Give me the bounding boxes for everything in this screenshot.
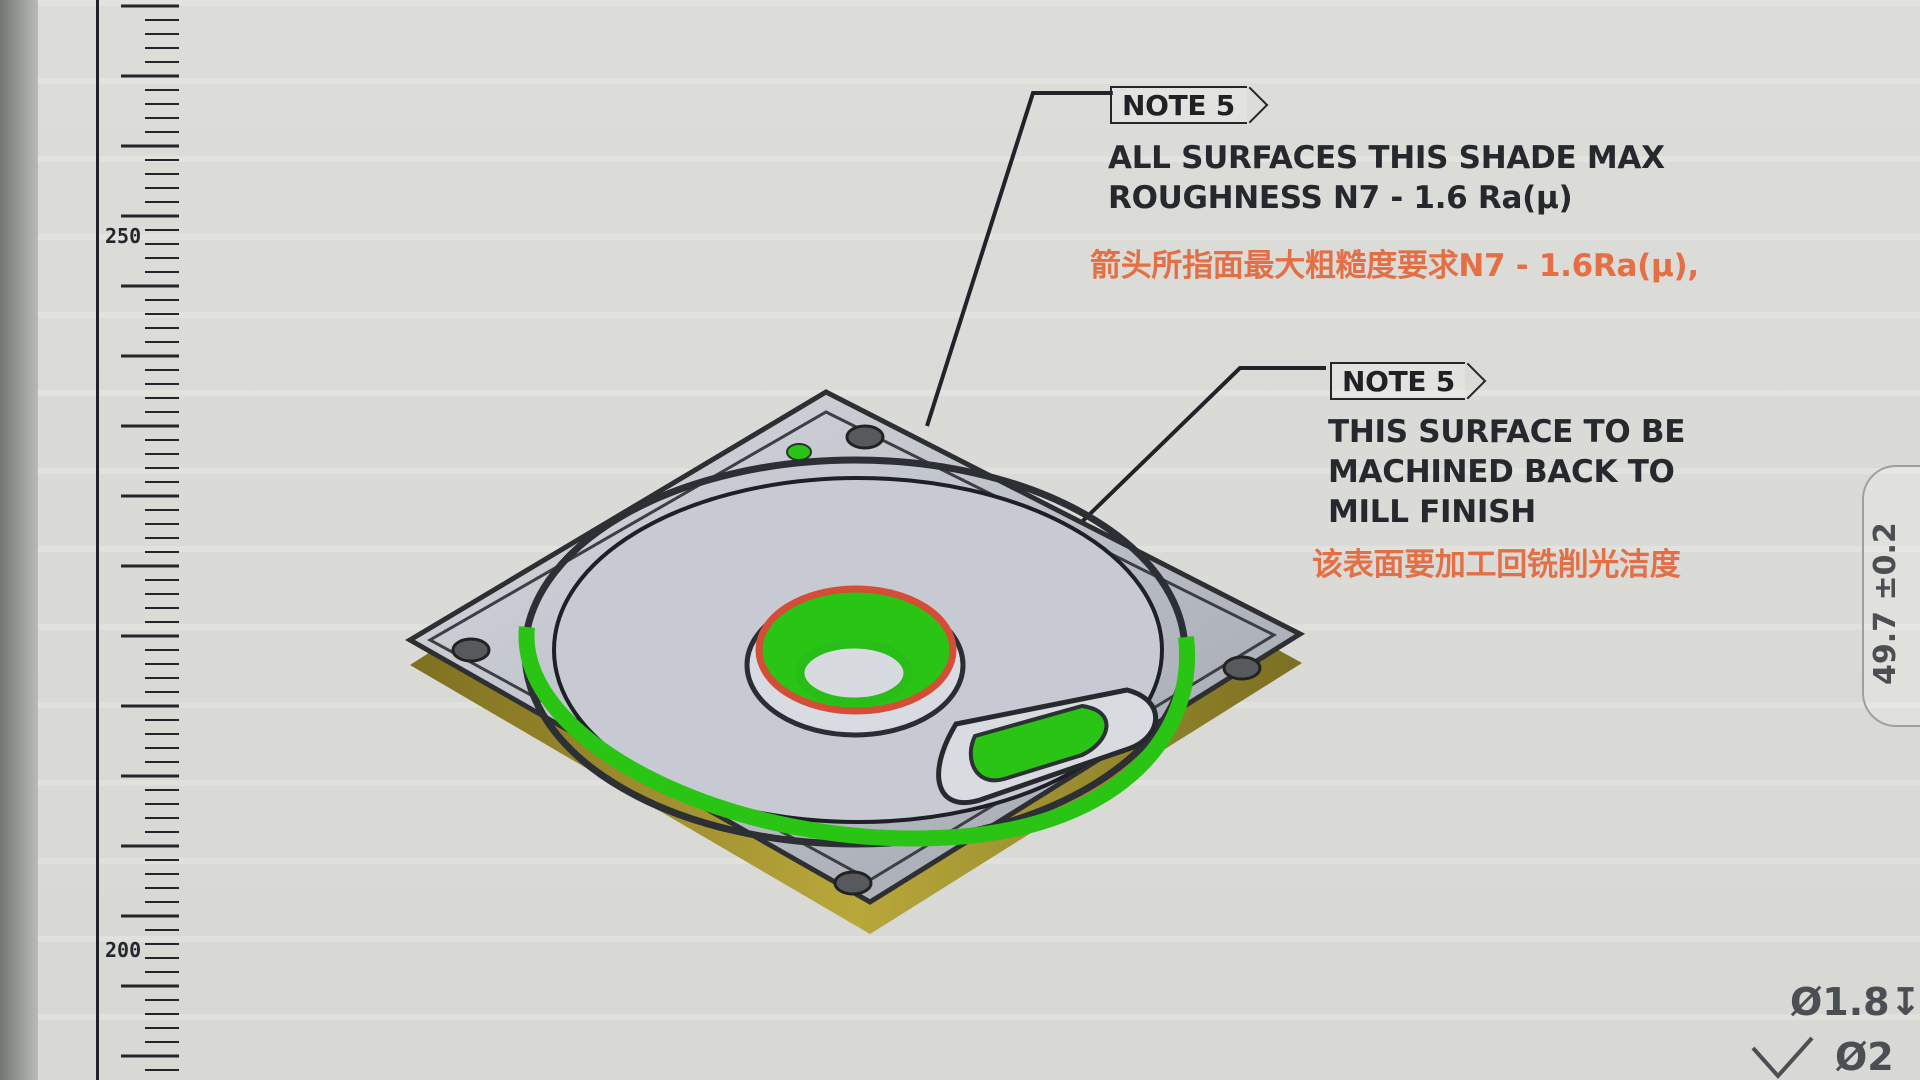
- vertical-ruler[interactable]: 250 200: [96, 0, 179, 1080]
- note-text-group: ALL SURFACES THIS SHADE MAX ROUGHNESS N7…: [1108, 138, 1665, 218]
- dimension-tab[interactable]: [1862, 465, 1920, 727]
- note-line-3: MILL FINISH: [1328, 494, 1536, 530]
- green-surface-ring: [518, 626, 1196, 847]
- small-green-hole: [786, 443, 812, 461]
- diameter-label-1: Ø1.8↧: [1790, 980, 1920, 1024]
- mount-hole-right: [1222, 655, 1262, 681]
- note-leader-1: [925, 91, 1113, 427]
- screen-edge: [0, 0, 38, 1080]
- note-line-1: ALL SURFACES THIS SHADE MAX: [1108, 140, 1665, 176]
- mount-hole-bottom: [833, 870, 873, 896]
- ruler-ticks: [121, 4, 179, 1071]
- center-hole: [795, 639, 913, 707]
- ruler-label-250: 250: [105, 224, 142, 248]
- note-tag: NOTE 5: [1330, 362, 1465, 400]
- check-mark-icon: [1751, 1036, 1814, 1080]
- mount-hole-top: [845, 424, 885, 450]
- ruler-label-200: 200: [105, 938, 142, 962]
- note-cn-line: 该表面要加工回铣削光洁度: [1312, 547, 1681, 583]
- note-tag: NOTE 5: [1110, 86, 1247, 124]
- note-line-2: ROUGHNESS N7 - 1.6 Ra(μ): [1108, 180, 1573, 216]
- green-slot: [968, 703, 1109, 783]
- note-line-1: THIS SURFACE TO BE: [1328, 414, 1686, 450]
- mount-hole-left: [451, 637, 491, 663]
- note-cn-line: 箭头所指面最大粗糙度要求N7 - 1.6Ra(μ),: [1090, 248, 1699, 284]
- diameter-label-2: Ø2: [1835, 1035, 1894, 1079]
- note-text-group: THIS SURFACE TO BE MACHINED BACK TO MILL…: [1328, 412, 1685, 532]
- note-line-2: MACHINED BACK TO: [1328, 454, 1675, 490]
